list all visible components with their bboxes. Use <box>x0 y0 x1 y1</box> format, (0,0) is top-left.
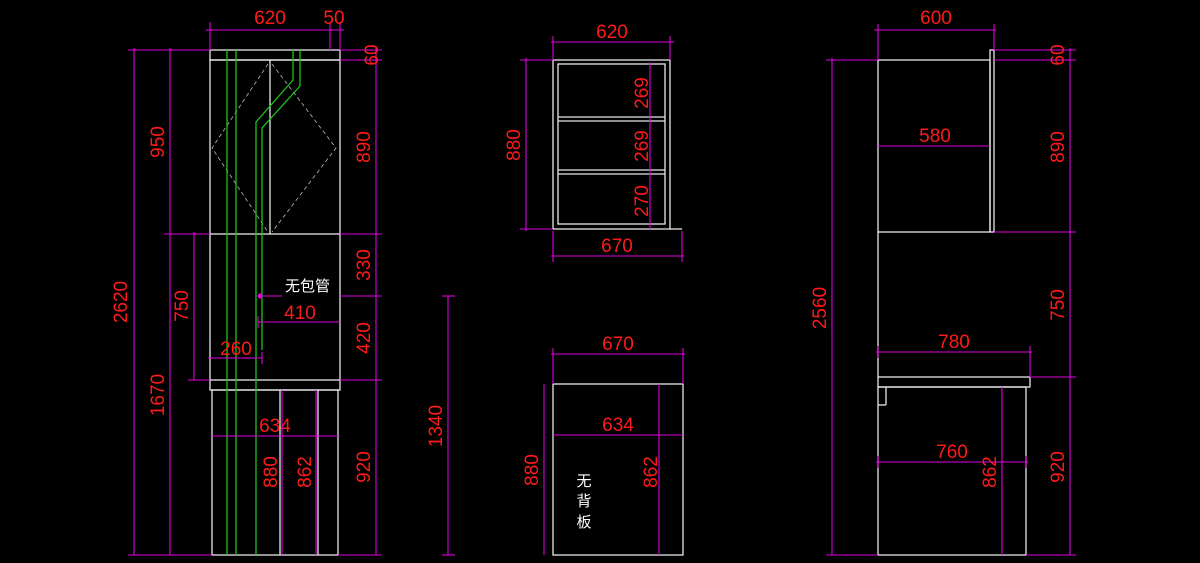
dim-side-top: 600 <box>920 8 952 29</box>
note-no-back-3: 板 <box>576 513 591 531</box>
side-upper-back <box>989 49 995 233</box>
dim-center-lower-depth: 862 <box>641 456 662 488</box>
dim-front-upper-height: 950 <box>148 126 169 158</box>
note-no-back-1: 无 <box>576 472 591 490</box>
dim-center-upper-bottom: 670 <box>601 236 633 257</box>
center-upper-inner <box>557 63 666 225</box>
dim-front-r330: 330 <box>354 249 375 281</box>
front-countertop <box>209 379 341 391</box>
dim-center-upper-top: 620 <box>596 22 628 43</box>
side-elevation: 600 580 2560 60 890 750 920 780 760 862 <box>810 8 1076 556</box>
dim-side-counter: 780 <box>938 332 970 353</box>
dim-front-top-width: 620 <box>254 8 286 29</box>
dim-side-total: 2560 <box>810 287 831 329</box>
pipe-3 <box>255 50 294 555</box>
center-upper-cabinet <box>552 59 671 230</box>
dim-front-total-height: 2620 <box>111 281 132 323</box>
dim-front-lower-height: 1670 <box>148 374 169 416</box>
note-no-back-2: 背 <box>576 492 591 510</box>
side-countertop <box>877 376 1031 388</box>
front-top-cap <box>209 49 341 61</box>
dim-side-r750: 750 <box>1048 289 1069 321</box>
dim-side-r890: 890 <box>1048 131 1069 163</box>
dim-center-1340: 1340 <box>426 405 447 447</box>
dim-front-r890: 890 <box>354 131 375 163</box>
door-swing-right <box>271 63 337 233</box>
dim-front-base-634: 634 <box>259 416 291 437</box>
dim-center-lower-height: 880 <box>522 454 543 486</box>
dim-center-lower-inner: 634 <box>602 415 634 436</box>
dim-center-s2: 269 <box>632 130 653 162</box>
dim-center-lower-top: 670 <box>602 334 634 355</box>
dim-front-410: 410 <box>284 303 316 324</box>
dim-center-s1: 269 <box>632 77 653 109</box>
front-upper-cabinet <box>209 59 341 235</box>
dim-front-base-862: 862 <box>295 456 316 488</box>
note-no-pipe: 无包管 <box>285 277 330 295</box>
dim-front-r60: 60 <box>362 44 383 65</box>
dim-front-750: 750 <box>172 290 193 322</box>
dim-side-r920: 920 <box>1048 451 1069 483</box>
center-views: 1340 620 880 269 269 270 670 670 634 <box>426 22 685 556</box>
dim-side-base-inner: 760 <box>936 442 968 463</box>
front-base-cabinet <box>211 389 339 556</box>
dim-front-r920: 920 <box>354 451 375 483</box>
center-lower-cabinet <box>552 383 684 556</box>
dim-center-s3: 270 <box>632 185 653 217</box>
front-elevation: 620 50 2620 950 1670 750 410 260 无包管 <box>111 8 383 556</box>
dim-front-r420: 420 <box>354 322 375 354</box>
dim-side-r60: 60 <box>1048 44 1069 65</box>
side-base-cabinet <box>877 386 1027 556</box>
dim-front-base-880: 880 <box>261 456 282 488</box>
pipe-4 <box>261 50 301 350</box>
dim-front-top-side: 50 <box>323 8 344 29</box>
dim-front-260: 260 <box>220 339 252 360</box>
door-swing-left <box>211 63 269 233</box>
dim-side-base-depth: 862 <box>980 456 1001 488</box>
dim-side-upper-inner: 580 <box>919 126 951 147</box>
dim-center-upper-height: 880 <box>504 129 525 161</box>
